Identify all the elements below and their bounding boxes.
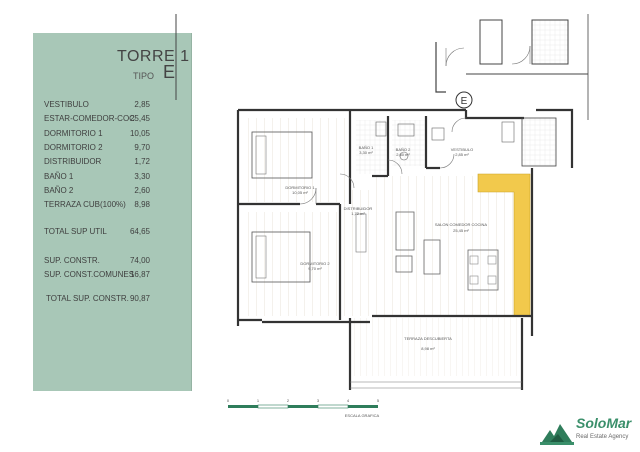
sup-comunes-label: SUP. CONST.COMUNES bbox=[44, 270, 135, 279]
room-row: ESTAR-COMEDOR-COC 25,45 bbox=[44, 113, 184, 124]
room-value: 9,70 bbox=[134, 143, 150, 152]
room-label: TERRAZA CUB(100%) bbox=[44, 200, 126, 209]
room-name-label: BAÑO 1 bbox=[359, 145, 374, 150]
room-area-label: 2,60 m² bbox=[396, 152, 410, 157]
logo-mark-icon bbox=[540, 424, 574, 445]
room-label: DISTRIBUIDOR bbox=[44, 157, 102, 166]
room-area-label: 2,85 m² bbox=[455, 152, 469, 157]
distribuidor-floor bbox=[340, 190, 374, 316]
total-constr-row: TOTAL SUP. CONSTR. 90,87 bbox=[44, 293, 184, 304]
logo-subtitle: Real Estate Agency bbox=[576, 434, 629, 440]
bed-2 bbox=[251, 231, 311, 283]
sup-constr-label: SUP. CONSTR. bbox=[44, 256, 100, 265]
total-constr-label: TOTAL SUP. CONSTR. bbox=[46, 294, 129, 303]
room-label: VESTIBULO bbox=[44, 100, 89, 109]
tower-title: TORRE 1 bbox=[117, 48, 190, 65]
room-row: TERRAZA CUB(100%) 8,98 bbox=[44, 199, 184, 210]
room-value: 2,85 bbox=[134, 100, 150, 109]
bathroom-fixtures bbox=[375, 121, 515, 161]
bano-2-floor bbox=[392, 120, 426, 166]
room-name-label: DORMITORIO 1 bbox=[285, 185, 315, 190]
dining-table bbox=[467, 249, 499, 291]
room-row: DISTRIBUIDOR 1,72 bbox=[44, 156, 184, 167]
room-label: BAÑO 1 bbox=[44, 172, 74, 181]
total-constr-value: 90,87 bbox=[129, 294, 150, 303]
room-row: BAÑO 1 3,30 bbox=[44, 171, 184, 182]
room-value: 10,05 bbox=[129, 129, 150, 138]
sofa bbox=[395, 211, 441, 275]
scale-bar: 0 1 2 3 4 5 ESCALA GRAFICA bbox=[227, 398, 380, 418]
room-value: 8,98 bbox=[134, 200, 150, 209]
terraza-floor bbox=[350, 318, 522, 376]
room-row: BAÑO 2 2,60 bbox=[44, 185, 184, 196]
room-label: BAÑO 2 bbox=[44, 186, 74, 195]
entrance-marker-label: E bbox=[461, 96, 468, 107]
scale-tick-label: 2 bbox=[287, 398, 290, 403]
room-row: DORMITORIO 2 9,70 bbox=[44, 142, 184, 153]
room-name-label: BAÑO 2 bbox=[396, 147, 411, 152]
company-logo: SoloMar Real Estate Agency bbox=[540, 414, 636, 448]
scale-tick-label: 5 bbox=[377, 398, 380, 403]
room-name-label: SALON COMEDOR COCINA bbox=[435, 222, 488, 227]
room-name-label: VESTIBULO bbox=[451, 147, 473, 152]
room-name-label: DISTRIBUIDOR bbox=[344, 206, 373, 211]
salon-floor bbox=[374, 176, 526, 316]
room-area-label: 25,45 m² bbox=[453, 228, 469, 233]
tipo-label: TIPO bbox=[133, 71, 155, 81]
sup-comunes-row: SUP. CONST.COMUNES 16,87 bbox=[44, 269, 184, 280]
wardrobe bbox=[355, 213, 367, 253]
scale-caption: ESCALA GRAFICA bbox=[345, 413, 380, 418]
scale-tick-label: 3 bbox=[317, 398, 320, 403]
room-area-label: 8,98 m² bbox=[421, 346, 435, 351]
tipo-value: E bbox=[163, 62, 176, 82]
room-area-label: 1,72 m² bbox=[351, 211, 365, 216]
bano-1-floor bbox=[356, 120, 388, 174]
scale-tick-label: 0 bbox=[227, 398, 230, 403]
bed-1 bbox=[251, 131, 313, 179]
surface-table-panel: TORRE 1 TIPO E VESTIBULO 2,85 ESTAR-COME… bbox=[33, 33, 192, 391]
room-row: VESTIBULO 2,85 bbox=[44, 99, 184, 110]
room-area-label: 3,30 m² bbox=[359, 150, 373, 155]
logo-name: SoloMar bbox=[576, 415, 632, 431]
walls bbox=[236, 108, 574, 390]
service-area bbox=[521, 117, 557, 167]
room-area-label: 9,70 m² bbox=[308, 266, 322, 271]
total-util-label: TOTAL SUP UTIL bbox=[44, 227, 107, 236]
scale-tick-label: 1 bbox=[257, 398, 260, 403]
total-util-value: 64,65 bbox=[129, 227, 150, 236]
room-name-label: DORMITORIO 2 bbox=[300, 261, 330, 266]
dormitorio-2-floor bbox=[248, 212, 340, 316]
door-swings bbox=[299, 117, 467, 205]
room-label: DORMITORIO 1 bbox=[44, 129, 103, 138]
room-value: 1,72 bbox=[134, 157, 150, 166]
total-util-row: TOTAL SUP UTIL 64,65 bbox=[44, 226, 184, 237]
sup-constr-value: 74,00 bbox=[129, 256, 150, 265]
adjoining-area bbox=[175, 14, 589, 120]
sup-constr-row: SUP. CONSTR. 74,00 bbox=[44, 255, 184, 266]
room-area-label: 10,05 m² bbox=[292, 190, 308, 195]
room-label: DORMITORIO 2 bbox=[44, 143, 103, 152]
room-name-label: TERRAZA DESCUBIERTA bbox=[404, 336, 452, 341]
room-row: DORMITORIO 1 10,05 bbox=[44, 128, 184, 139]
sup-comunes-value: 16,87 bbox=[129, 270, 150, 279]
entrance-marker bbox=[455, 91, 473, 109]
room-value: 3,30 bbox=[134, 172, 150, 181]
scale-tick-label: 4 bbox=[347, 398, 350, 403]
room-label: ESTAR-COMEDOR-COC bbox=[44, 114, 135, 123]
room-value: 25,45 bbox=[129, 114, 150, 123]
room-value: 2,60 bbox=[134, 186, 150, 195]
